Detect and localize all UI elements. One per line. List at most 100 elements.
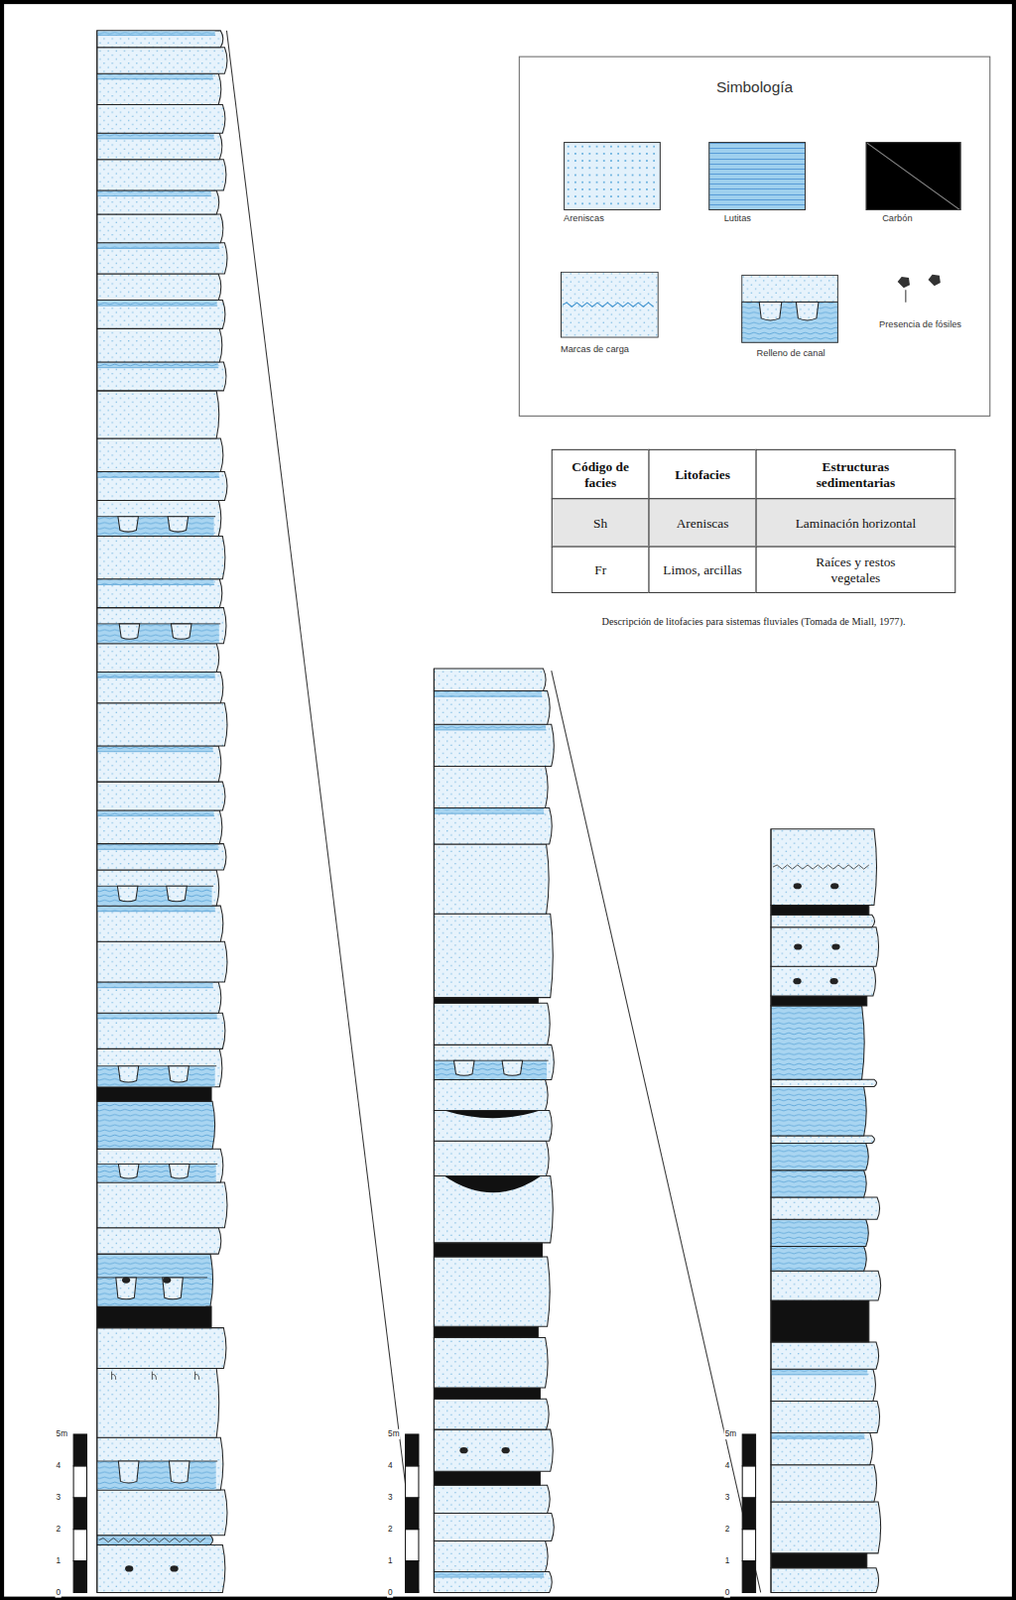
shale-bed bbox=[770, 1219, 869, 1247]
shale-bed bbox=[97, 1535, 214, 1546]
fossil-symbol bbox=[459, 1447, 468, 1454]
channel-base bbox=[97, 1163, 216, 1182]
shale-parting bbox=[771, 1433, 866, 1439]
table-text: Areniscas bbox=[676, 514, 730, 530]
sandstone-bed bbox=[97, 273, 222, 300]
sandstone-bed bbox=[97, 643, 220, 673]
parting-line bbox=[97, 910, 216, 912]
shale-parting bbox=[771, 1370, 869, 1376]
sandstone-bed bbox=[433, 808, 552, 846]
sandstone-bed bbox=[97, 1148, 224, 1183]
fossil-symbol bbox=[793, 883, 802, 889]
channel-fill bbox=[502, 1060, 523, 1076]
scale-bar-segment bbox=[73, 1434, 87, 1467]
parting-line bbox=[97, 367, 219, 369]
scale-bar-segment bbox=[405, 1466, 419, 1499]
sandstone-bed bbox=[433, 844, 549, 914]
coal-bed bbox=[433, 1471, 540, 1486]
sandstone-bed bbox=[433, 724, 554, 766]
fossil-symbol bbox=[927, 274, 940, 286]
load-marks bbox=[562, 302, 654, 307]
sandstone-bed bbox=[433, 1485, 550, 1514]
scale-label: 2 bbox=[386, 1524, 394, 1535]
sandstone-bed bbox=[433, 1175, 553, 1243]
sandstone-bed bbox=[433, 668, 546, 691]
parting-line bbox=[770, 1438, 866, 1440]
table-cell: Laminación horizontal bbox=[756, 498, 957, 547]
channel-base bbox=[97, 886, 212, 905]
shale-parting bbox=[97, 844, 218, 850]
legend-swatch bbox=[708, 141, 806, 211]
channel-top bbox=[97, 1461, 218, 1463]
fossil-symbol bbox=[793, 943, 802, 950]
legend-label: Presencia de fósiles bbox=[879, 318, 977, 331]
sandstone-bed bbox=[97, 190, 220, 215]
table-cell: Código de facies bbox=[551, 449, 650, 500]
sandstone-bed bbox=[770, 1270, 882, 1301]
sandstone-bed bbox=[97, 73, 222, 105]
scale-bar-segment bbox=[742, 1466, 756, 1499]
legend-swatch bbox=[866, 141, 962, 211]
shale-parting bbox=[97, 810, 214, 816]
table-cell: Sh bbox=[551, 498, 650, 547]
scale-bar-segment bbox=[742, 1561, 756, 1594]
correlation-line bbox=[551, 670, 762, 1593]
legend-label: Marcas de carga bbox=[560, 343, 658, 356]
channel-fill bbox=[167, 516, 189, 532]
sandstone-bed bbox=[97, 1182, 228, 1229]
sandstone-bed bbox=[97, 159, 227, 191]
legend-title: Simbología bbox=[519, 77, 990, 95]
channel-top bbox=[97, 623, 222, 625]
sandstone-bed bbox=[97, 781, 226, 811]
sandstone-bed bbox=[97, 362, 227, 391]
coal-lens bbox=[444, 1110, 541, 1119]
table-cell: Raíces y restos vegetales bbox=[756, 546, 957, 594]
parting-line bbox=[97, 815, 215, 817]
parting-line bbox=[97, 78, 214, 80]
parting-line bbox=[97, 751, 214, 753]
fossil-symbol bbox=[831, 943, 840, 950]
channel-top bbox=[97, 886, 214, 888]
channel-base bbox=[742, 301, 839, 343]
scale-bar-segment bbox=[73, 1498, 87, 1530]
table-header: Estructuras sedimentarias bbox=[791, 459, 920, 491]
shale-parting bbox=[97, 1014, 217, 1019]
root-symbol bbox=[195, 1372, 200, 1381]
sandstone-bed bbox=[97, 1013, 226, 1049]
sandstone-bed bbox=[97, 870, 220, 906]
channel-top bbox=[97, 515, 216, 517]
sandstone-bed bbox=[770, 1197, 881, 1220]
sandstone-bed bbox=[433, 1540, 548, 1572]
sandstone-bed bbox=[97, 608, 227, 644]
scale-label: 4 bbox=[724, 1461, 732, 1472]
channel-base bbox=[97, 624, 219, 643]
caption: Descripción de litofacies para sistemas … bbox=[600, 615, 907, 629]
swatch-box bbox=[742, 274, 839, 343]
rock-column bbox=[97, 30, 228, 1594]
scale-label: 1 bbox=[724, 1555, 732, 1566]
fossil-symbol bbox=[792, 978, 801, 985]
shale-parting bbox=[97, 906, 215, 912]
shale-parting bbox=[97, 672, 215, 678]
sandstone-bed bbox=[433, 1429, 553, 1472]
channel-fill bbox=[118, 516, 139, 532]
correlation-line bbox=[226, 30, 418, 1594]
scale-label: 5m bbox=[724, 1429, 739, 1440]
shale-parting bbox=[434, 808, 544, 814]
sandstone-bed bbox=[97, 579, 223, 609]
parting-line bbox=[97, 305, 218, 307]
shale-bed bbox=[770, 1170, 867, 1198]
shale-parting bbox=[97, 983, 213, 989]
coal-bed bbox=[770, 1553, 868, 1569]
channel-fill bbox=[118, 1461, 139, 1484]
sandstone-bed bbox=[97, 810, 223, 845]
fossil-symbol bbox=[169, 1565, 178, 1572]
legend-label: Relleno de canal bbox=[757, 347, 855, 360]
table-text: Fr bbox=[594, 562, 607, 578]
sandstone-bed bbox=[433, 765, 548, 808]
sandstone-bed bbox=[770, 966, 876, 997]
sandstone-bed bbox=[770, 1079, 878, 1087]
legend-swatch bbox=[563, 141, 661, 211]
shale-bed bbox=[770, 1006, 865, 1080]
